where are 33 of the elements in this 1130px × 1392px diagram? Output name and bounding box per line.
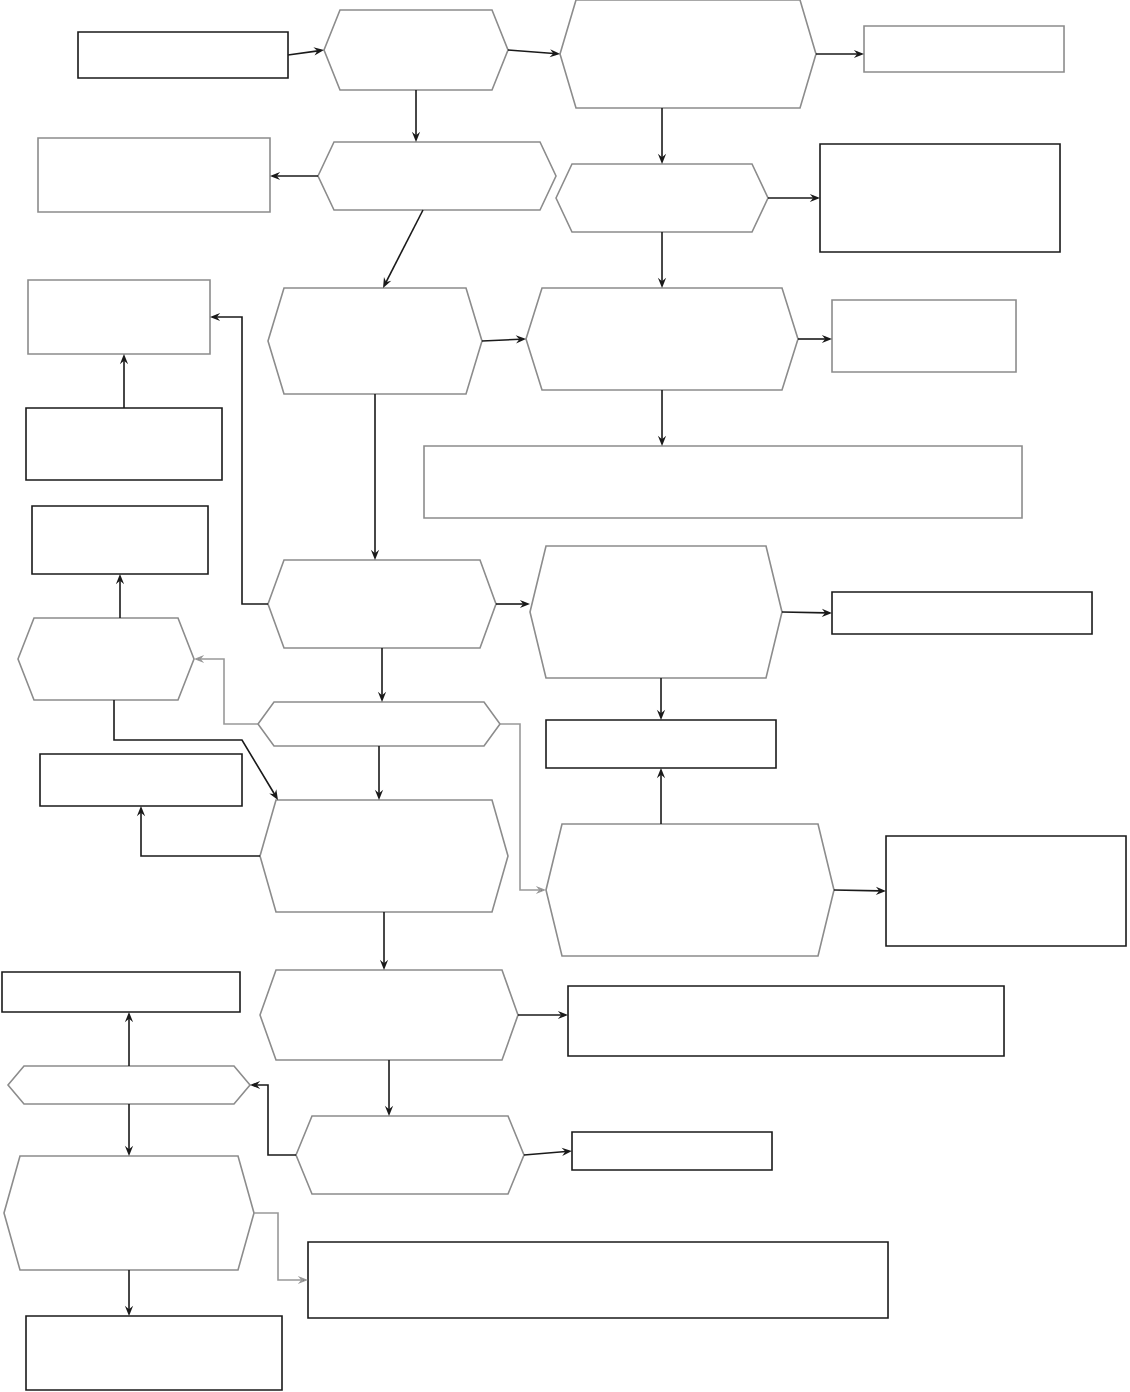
hexagon-box	[259, 799, 509, 913]
process-box	[25, 407, 223, 481]
hexagon-box	[545, 823, 835, 957]
process-box	[885, 835, 1127, 947]
hexagon-box	[529, 545, 783, 679]
hexagon-box	[525, 287, 799, 391]
hexagon-box	[317, 141, 557, 211]
process-box	[545, 719, 777, 769]
process-box	[571, 1131, 773, 1171]
hexagon-box	[323, 9, 509, 91]
process-box	[37, 137, 271, 213]
hexagon-box	[3, 1155, 255, 1271]
hexagon-box	[555, 163, 769, 233]
process-box	[819, 143, 1061, 253]
process-box	[25, 1315, 283, 1391]
process-box	[831, 591, 1093, 635]
hexagon-box	[559, 0, 817, 109]
hexagon-box	[17, 617, 195, 701]
hexagon-box	[267, 287, 483, 395]
process-box	[567, 985, 1005, 1057]
hexagon-box	[259, 969, 519, 1061]
hexagon-box	[267, 559, 497, 649]
process-box	[307, 1241, 889, 1319]
process-box	[77, 31, 289, 79]
process-box	[863, 25, 1065, 73]
process-box	[31, 505, 209, 575]
process-box	[39, 753, 243, 807]
process-box	[1, 971, 241, 1013]
hexagon-box	[257, 701, 501, 747]
process-box	[423, 445, 1023, 519]
process-box	[831, 299, 1017, 373]
hexagon-box	[295, 1115, 525, 1195]
process-box	[27, 279, 211, 355]
